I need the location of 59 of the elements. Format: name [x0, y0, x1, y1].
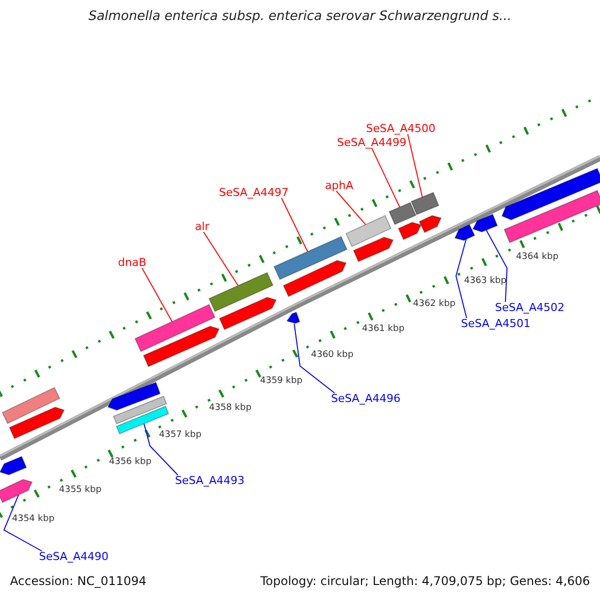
leader-line: [371, 148, 400, 208]
scale-label: 4355 kbp: [59, 486, 102, 495]
gene-block: [398, 222, 422, 240]
leader-line: [3, 494, 42, 552]
gene-block: [8, 406, 65, 440]
gene-bar: [273, 236, 348, 280]
leader-line: [281, 198, 308, 252]
gene-block: [0, 478, 33, 504]
leader-line: [407, 134, 423, 198]
scale-label: 4354 kbp: [12, 515, 54, 524]
gene-label: SeSA_A4493: [175, 475, 244, 486]
gene-bar: [112, 396, 168, 424]
leader-line: [294, 323, 335, 394]
gene-block: [0, 456, 27, 476]
scale-label: 4358 kbp: [209, 404, 252, 413]
gene-label: SeSA_A4501: [461, 318, 530, 329]
gene-bar: [504, 190, 600, 244]
gene-label: dnaB: [118, 257, 146, 268]
map-title: Salmonella enterica subsp. enterica serovar Schwarzengrund s...: [87, 10, 513, 23]
scale-label: 4357 kbp: [159, 431, 202, 440]
gene-label: aphA: [325, 180, 354, 191]
gene-block: [142, 326, 220, 368]
gene-block: [352, 236, 394, 262]
leader-line: [142, 268, 173, 322]
gene-block: [454, 224, 476, 241]
gene-bar: [2, 386, 60, 424]
gene-block: [107, 382, 161, 411]
genome-info-text: Topology: circular; Length: 4,709,075 bp; Genes: 4,606: [260, 575, 590, 587]
leader-line: [336, 190, 366, 226]
gene-label: alr: [195, 221, 210, 232]
gene-block: [218, 296, 277, 330]
scale-label: 4359 kbp: [260, 377, 302, 386]
gene-block: [286, 312, 300, 324]
gene-label: SeSA_A4502: [495, 302, 564, 313]
leader-line: [486, 230, 508, 302]
scale-label: 4363 kbp: [464, 277, 506, 286]
gene-label: SeSA_A4499: [337, 137, 406, 148]
gene-bar: [388, 202, 416, 226]
gene-bar: [345, 214, 392, 248]
gene-label: SeSA_A4497: [219, 187, 288, 198]
leader-line: [455, 238, 468, 318]
gene-block: [501, 168, 600, 220]
leader-line: [203, 232, 239, 286]
gene-bar: [208, 272, 274, 312]
leader-line: [144, 423, 178, 476]
accession-text: Accession: NC_011094: [10, 575, 146, 587]
scale-label: 4364 kbp: [516, 253, 558, 262]
gene-block: [418, 215, 442, 234]
gene-block: [472, 214, 498, 232]
scale-label: 4360 kbp: [311, 351, 354, 360]
scale-label: 4361 kbp: [362, 325, 404, 334]
scale-label: 4356 kbp: [109, 458, 152, 467]
gene-label: SeSA_A4500: [366, 123, 436, 134]
gene-label: SeSA_A4496: [331, 393, 400, 404]
gene-label: SeSA_A4490: [39, 551, 108, 562]
gene-block: [282, 260, 347, 298]
scale-label: 4362 kbp: [413, 300, 456, 309]
gene-bar: [410, 192, 440, 216]
gene-bar: [134, 304, 216, 352]
